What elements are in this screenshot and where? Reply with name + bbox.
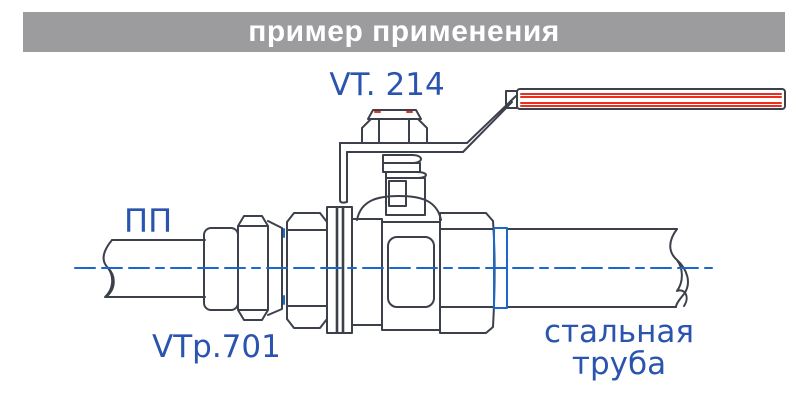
- pp-pipe-label: ПП: [124, 202, 172, 240]
- stem-hex-nut: [361, 118, 428, 144]
- stem-nut: [361, 109, 428, 144]
- handle-stop-tab: [339, 142, 348, 204]
- header-title: пример применения: [248, 15, 560, 48]
- valve-flange-gasket: [335, 207, 345, 333]
- valve-union-nut: [286, 212, 328, 329]
- handle-plate: [339, 95, 517, 153]
- steel-pipe: [506, 228, 689, 308]
- valve-body-boss: [381, 221, 441, 331]
- header-bar: пример применения: [23, 12, 785, 52]
- valve-stem: [382, 154, 427, 216]
- steel-pipe-label-line1: стальная: [544, 314, 694, 350]
- drawing: [102, 88, 786, 334]
- valve-dome: [356, 195, 442, 221]
- valve-body-panel: [387, 236, 435, 308]
- valve-label: VT. 214: [329, 67, 444, 103]
- stem-window: [388, 180, 407, 207]
- fitting-nut: [237, 215, 269, 321]
- handle-grip: [516, 88, 786, 110]
- valve-handle: [339, 88, 786, 204]
- steel-pipe-label-line2: труба: [572, 346, 666, 382]
- grip-red-stripes: [520, 93, 782, 107]
- valve-outlet-hex: [439, 212, 496, 334]
- valve-flange: [326, 206, 353, 334]
- fitting-label: VTр.701: [152, 329, 281, 365]
- valve-body-mid: [351, 218, 383, 326]
- valve-body: [286, 195, 496, 334]
